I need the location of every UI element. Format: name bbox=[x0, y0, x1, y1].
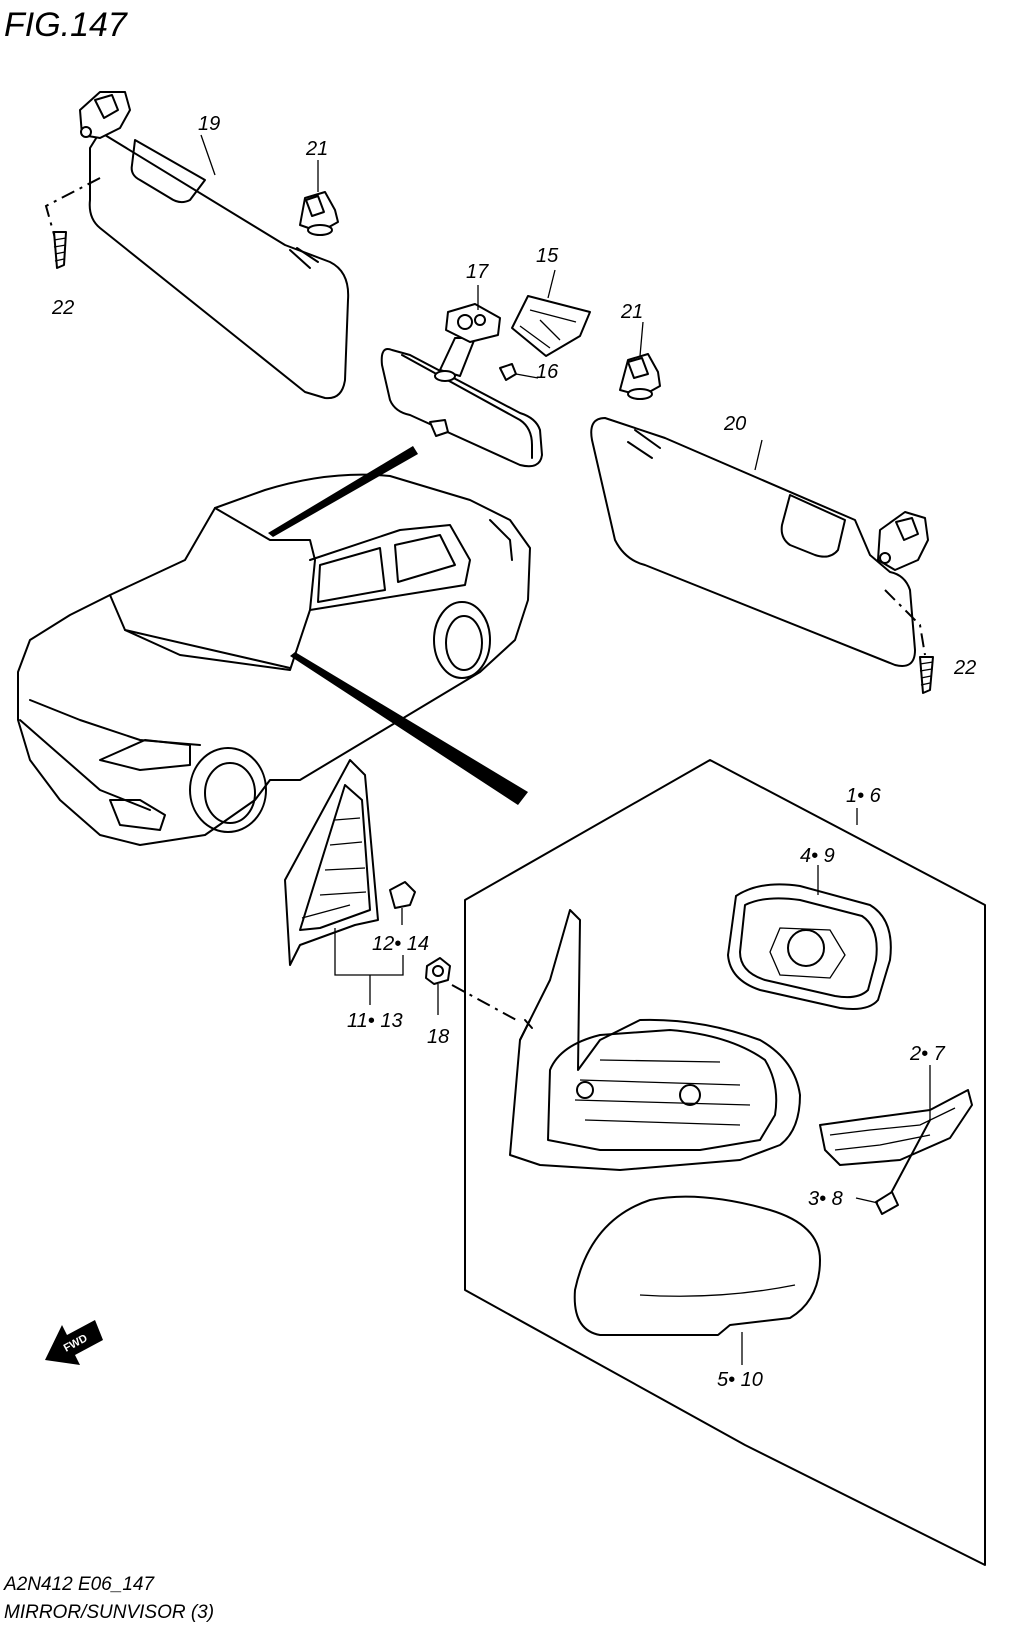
sun-visor-left bbox=[44, 91, 350, 400]
leader-20 bbox=[754, 439, 763, 471]
assembly-boundary bbox=[464, 759, 986, 1566]
leader-3-8 bbox=[855, 1197, 879, 1204]
callout-21-left: 21 bbox=[305, 138, 328, 160]
figure-code: A2N412 E06_147 bbox=[3, 1574, 155, 1595]
callout-21-right: 21 bbox=[620, 301, 643, 323]
figure-title: FIG.147 bbox=[4, 6, 128, 44]
callout-19: 19 bbox=[198, 113, 220, 135]
callout-2-7: 2• 7 bbox=[909, 1043, 946, 1065]
fwd-arrow-icon: FWD bbox=[45, 1320, 103, 1365]
callout-5-10: 5• 10 bbox=[717, 1369, 763, 1391]
callout-11-13: 11• 13 bbox=[347, 1010, 403, 1032]
mirror-cover-cap bbox=[573, 1195, 821, 1336]
leader-21b bbox=[639, 321, 644, 357]
callout-3-8: 3• 8 bbox=[808, 1188, 843, 1210]
callout-1-6: 1• 6 bbox=[846, 785, 882, 807]
callout-20: 20 bbox=[723, 413, 746, 435]
pointer-to-door-mirror bbox=[290, 652, 528, 805]
leader-15 bbox=[547, 269, 556, 299]
callout-17: 17 bbox=[466, 261, 489, 283]
mirror-glass bbox=[727, 883, 892, 1010]
mirror-cover bbox=[511, 295, 591, 357]
visor-clip-right bbox=[619, 353, 661, 400]
clip-12-14 bbox=[389, 881, 416, 925]
mirror-garnish bbox=[284, 759, 379, 966]
callout-18: 18 bbox=[427, 1026, 449, 1048]
visor-clip-left bbox=[299, 191, 339, 236]
rear-view-mirror bbox=[380, 303, 543, 468]
screw-16 bbox=[499, 363, 539, 381]
callout-15: 15 bbox=[536, 245, 559, 267]
bracket-11-13 bbox=[334, 928, 404, 976]
callout-12-14: 12• 14 bbox=[372, 933, 429, 955]
door-mirror-body bbox=[509, 909, 801, 1171]
turn-signal-lamp bbox=[819, 1089, 973, 1166]
screw-3-8 bbox=[875, 1119, 931, 1215]
pointer-to-mirror bbox=[268, 446, 418, 537]
callout-22-right: 22 bbox=[953, 657, 976, 679]
sun-visor-right bbox=[590, 417, 934, 694]
nut-18 bbox=[425, 957, 521, 1023]
callout-16: 16 bbox=[536, 361, 559, 383]
callout-22-left: 22 bbox=[51, 297, 74, 319]
figure-name: MIRROR/SUNVISOR (3) bbox=[4, 1602, 214, 1623]
callout-4-9: 4• 9 bbox=[800, 845, 835, 867]
leader-19 bbox=[200, 134, 216, 176]
